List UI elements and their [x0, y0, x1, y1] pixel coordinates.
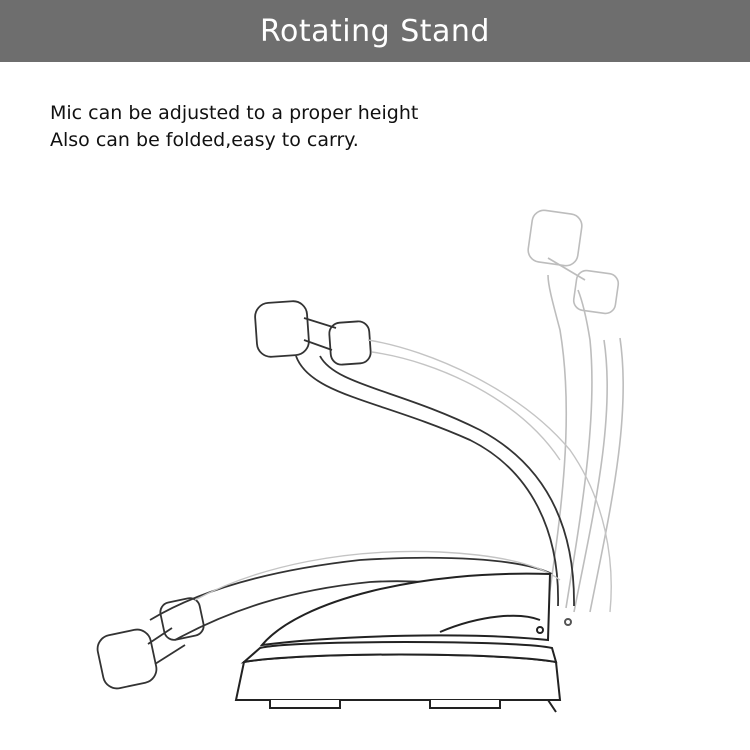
title-banner: Rotating Stand	[0, 0, 750, 62]
description-line-1: Mic can be adjusted to a proper height	[50, 102, 419, 124]
description: Mic can be adjusted to a proper height A…	[50, 100, 418, 154]
stand-base	[234, 572, 572, 713]
stand-middle-ghost	[367, 339, 612, 613]
page-title: Rotating Stand	[260, 13, 490, 49]
stand-upright-position	[527, 209, 625, 613]
stand-folded-ghost	[194, 550, 561, 601]
stand-middle-position	[254, 300, 575, 607]
description-line-2: Also can be folded,easy to carry.	[50, 129, 359, 151]
